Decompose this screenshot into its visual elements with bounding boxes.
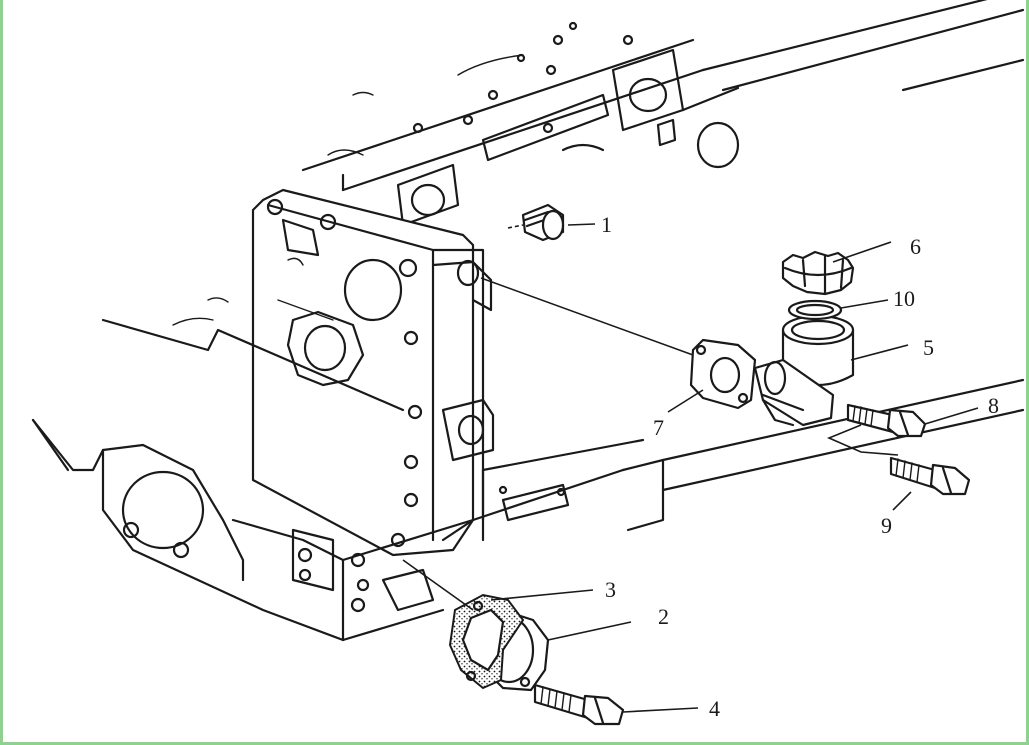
callout-6: 6 [910,234,921,259]
callout-1: 1 [601,212,612,237]
callout-10: 10 [893,286,915,311]
part-5-filler-housing [781,314,909,386]
callout-4: 4 [709,696,720,721]
filler-tube [753,358,835,427]
part-8-bolt [826,403,979,456]
part-1-plug [507,203,596,242]
diagram-svg: 1 2 3 4 5 6 7 8 9 10 [31,0,1025,726]
callout-2: 2 [658,604,669,629]
gear-housing [251,188,495,557]
engine-block-lower [31,297,1025,642]
callout-7: 7 [653,415,664,440]
callout-5: 5 [923,335,934,360]
part-6-filler-cap [781,241,892,296]
callout-8: 8 [988,393,999,418]
callout-9: 9 [881,513,892,538]
part-3-gasket [402,559,594,690]
part-4-bolt [533,683,699,726]
engine-block-top [301,0,1025,227]
part-7-gasket [667,338,757,413]
part-10-seal-ring [787,299,889,321]
part-9-bolt [889,456,971,511]
assembly-axis-line [480,277,694,356]
callout-3: 3 [605,577,616,602]
